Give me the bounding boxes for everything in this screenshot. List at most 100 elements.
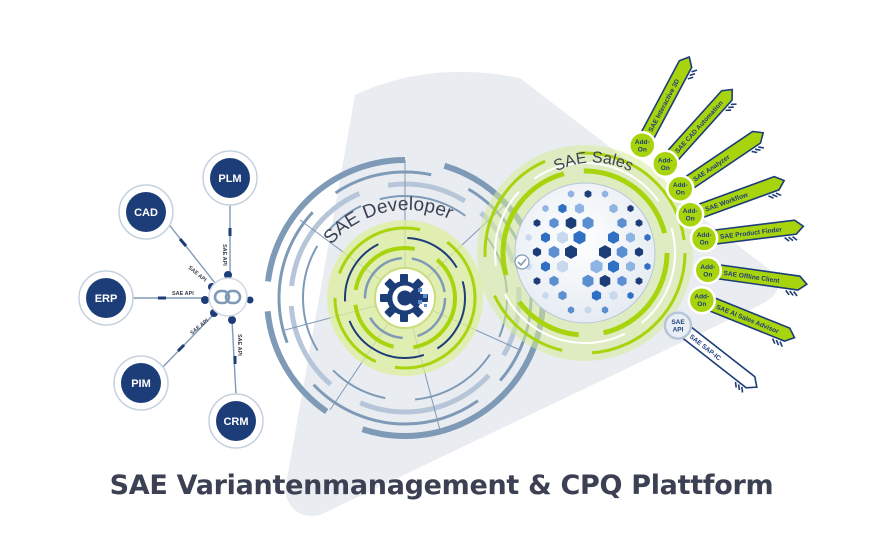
hex-cell (558, 203, 567, 214)
hex-cell (635, 219, 643, 227)
api-label-bottom: SAE API (236, 334, 242, 356)
hex-cell (608, 231, 619, 244)
link-icon (213, 289, 242, 305)
hex-cell (582, 274, 594, 288)
sales-rings (483, 151, 687, 355)
hex-cell (532, 247, 542, 257)
sales-sphere (514, 182, 656, 324)
hex-cell (557, 260, 568, 273)
hex-cell (565, 216, 577, 230)
addon-badge (689, 224, 719, 253)
hex-cell (584, 190, 592, 198)
badge-label: On (697, 301, 706, 308)
developer-core-rings (333, 226, 477, 370)
hex-cell (542, 291, 549, 300)
badge-label: Add- (700, 264, 715, 271)
addon-badge (628, 131, 657, 160)
hex-cell (608, 260, 619, 273)
plm-label: PLM (218, 173, 241, 185)
hex-cell (548, 245, 560, 259)
hex-cell (601, 190, 609, 198)
badge-label: Add- (697, 232, 712, 239)
api-label-top: SAE API (221, 244, 227, 266)
hex-cell (541, 232, 550, 243)
hex-cell (635, 277, 643, 285)
crm-node: CRM (208, 393, 264, 449)
badge-label: Add- (635, 139, 650, 146)
addon-badge (651, 149, 680, 179)
hex-cell (541, 261, 550, 272)
hex-cell (565, 245, 577, 259)
badge-label: On (700, 239, 709, 246)
hex-cell (573, 230, 586, 245)
hex-cell (626, 261, 635, 272)
hex-cell (599, 245, 611, 259)
hex-cell (590, 259, 603, 274)
hex-cell (558, 290, 567, 301)
badge-label: On (686, 216, 695, 223)
addon-badge (693, 256, 723, 285)
hex-cell (634, 247, 644, 257)
hex-cell (644, 262, 651, 271)
hex-cell (626, 232, 635, 243)
badge-label: API (673, 327, 684, 334)
hex-cell (609, 290, 618, 301)
hex-cell (542, 204, 549, 213)
badge-label: Add- (694, 294, 709, 301)
hex-cell (549, 217, 559, 229)
addon-badge (675, 200, 705, 229)
api-badge (663, 311, 693, 340)
hex-cell (601, 306, 609, 314)
badge-label: Add- (673, 182, 688, 189)
connector-lines (128, 200, 237, 396)
plm-node: PLM (202, 150, 258, 206)
crm-label: CRM (223, 416, 248, 428)
hex-cell (627, 204, 634, 213)
hex-cell (525, 233, 532, 242)
badge-label: On (638, 146, 647, 153)
gear-icon (380, 274, 428, 322)
addon-badge (666, 174, 695, 203)
hex-cell (533, 277, 541, 285)
hex-cell (591, 290, 602, 301)
api-label-upper-left: SAE API (187, 265, 208, 284)
page-title: SAE Variantenmanagement & CPQ Plattform (109, 470, 774, 501)
badge-label: SAE (671, 319, 685, 326)
hex-cell (574, 203, 585, 214)
check-icon (514, 254, 530, 270)
sales-hex-pattern (525, 190, 651, 314)
hex-cell (609, 203, 618, 214)
hex-cell (617, 275, 627, 287)
api-label-lower-left: SAE API (189, 318, 210, 337)
cad-node: CAD (118, 184, 174, 240)
badge-label: On (676, 190, 685, 197)
badge-label: On (661, 165, 670, 172)
badge-label: On (703, 271, 712, 278)
hex-cell (616, 245, 628, 259)
addon-label: SAE CAD Automation (674, 100, 725, 155)
erp-label: ERP (95, 293, 118, 305)
hex-cell (599, 274, 611, 288)
hex-cell (533, 219, 541, 227)
erp-node: ERP (78, 270, 134, 326)
hex-cell (617, 217, 627, 229)
badge-label: Add- (683, 208, 698, 215)
connector-dashes (158, 228, 237, 364)
addon-badge (687, 285, 717, 315)
cad-label: CAD (134, 207, 158, 219)
hex-cell (584, 306, 592, 314)
pim-label: PIM (131, 378, 151, 390)
api-label-left: SAE API (172, 291, 194, 297)
hex-cell (557, 231, 568, 244)
hex-cell (627, 291, 634, 300)
pim-node: PIM (113, 355, 169, 411)
addon-label: SAE Interactive 3D (648, 78, 682, 133)
hex-cell (644, 233, 651, 242)
badge-label: Add- (658, 157, 673, 164)
